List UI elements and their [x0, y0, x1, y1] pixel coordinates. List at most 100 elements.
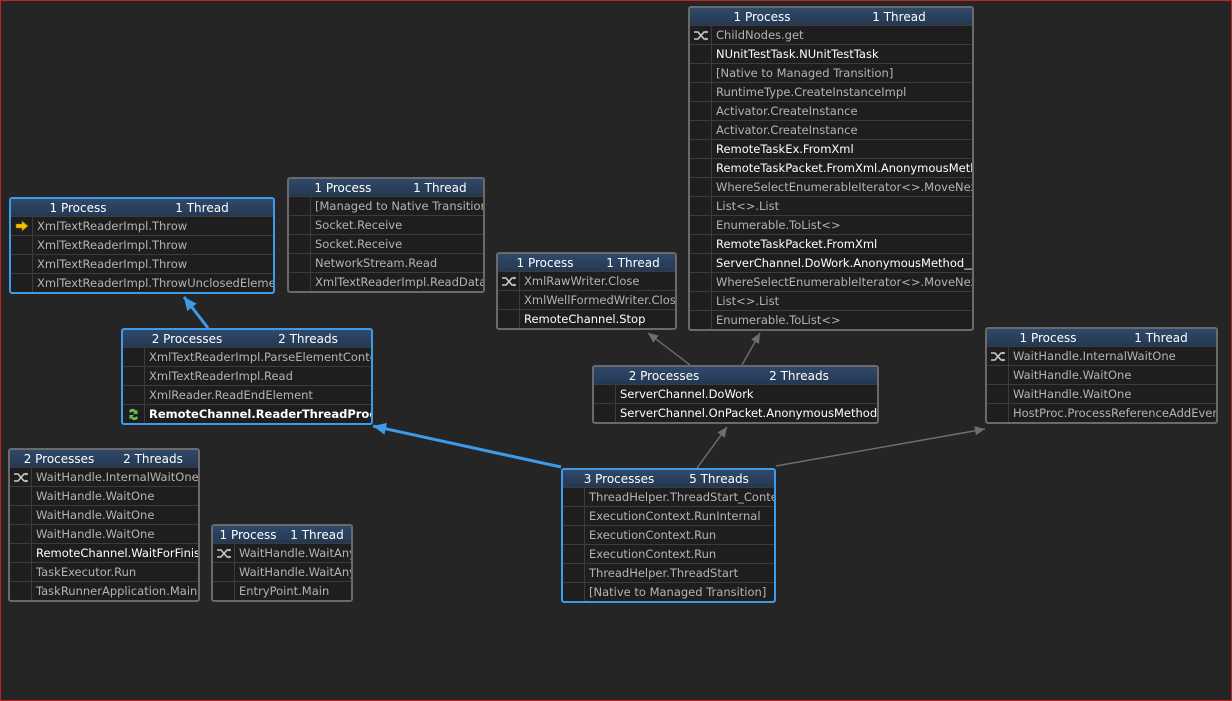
frame-label: ThreadHelper.ThreadStart [589, 566, 739, 580]
stack-frame-row[interactable]: XmlTextReaderImpl.ParseElementContent [123, 347, 371, 366]
stack-frame-row[interactable]: NetworkStream.Read [289, 253, 483, 272]
stack-frame-row[interactable]: List<>.List [690, 196, 972, 215]
stack-frame-row[interactable]: WaitHandle.InternalWaitOne [10, 467, 198, 486]
frame-icon-slot [289, 254, 311, 272]
thread-count[interactable]: 1 Thread [1134, 330, 1188, 345]
frame-label: XmlTextReaderImpl.ReadData [315, 275, 483, 289]
stack-frame-row[interactable]: Enumerable.ToList<> [690, 215, 972, 234]
stack-frame-row[interactable]: XmlReader.ReadEndElement [123, 385, 371, 404]
stack-frame-row[interactable]: Enumerable.ToList<> [690, 310, 972, 329]
stack-frame-row[interactable]: WaitHandle.WaitAny [213, 543, 351, 562]
frame-icon-slot [690, 216, 712, 234]
stack-frame-row[interactable]: ServerChannel.DoWork.AnonymousMethod__4 [690, 253, 972, 272]
thread-count[interactable]: 5 Threads [689, 471, 749, 486]
stack-frame-row[interactable]: WaitHandle.InternalWaitOne [987, 346, 1216, 365]
thread-switch-icon [123, 405, 145, 423]
thread-count[interactable]: 1 Thread [606, 255, 660, 270]
thread-count[interactable]: 2 Threads [769, 368, 829, 383]
stack-frame-row[interactable]: XmlTextReaderImpl.Throw [11, 235, 273, 254]
stack-frame-row[interactable]: NUnitTestTask.NUnitTestTask [690, 44, 972, 63]
stack-frame-row[interactable]: TaskRunnerApplication.Main [10, 581, 198, 600]
thread-count[interactable]: 1 Thread [175, 200, 229, 215]
stack-frame-row[interactable]: ServerChannel.OnPacket.AnonymousMethod__… [594, 403, 877, 422]
frame-label: ExecutionContext.Run [589, 547, 717, 561]
thread-count[interactable]: 2 Threads [123, 451, 183, 466]
stack-frame-row[interactable]: ExecutionContext.Run [563, 544, 774, 563]
stack-frame-row[interactable]: XmlWellFormedWriter.Close [498, 290, 675, 309]
stack-frame-row[interactable]: HostProc.ProcessReferenceAddEvents [987, 403, 1216, 422]
stack-frame-row[interactable]: Socket.Receive [289, 234, 483, 253]
thread-count[interactable]: 2 Threads [278, 331, 338, 346]
stack-frame-row[interactable]: [Managed to Native Transition] [289, 196, 483, 215]
stack-frame-row[interactable]: XmlRawWriter.Close [498, 271, 675, 290]
thread-count[interactable]: 1 Thread [872, 9, 926, 24]
stack-frame-row[interactable]: RemoteTaskPacket.FromXml.AnonymousMeth..… [690, 158, 972, 177]
frame-icon-slot [690, 254, 712, 272]
stack-frame-row[interactable]: [Native to Managed Transition] [690, 63, 972, 82]
frame-label: XmlTextReaderImpl.ParseElementContent [149, 350, 371, 364]
stack-frame-row[interactable]: WaitHandle.WaitOne [987, 384, 1216, 403]
stack-frame-row[interactable]: Socket.Receive [289, 215, 483, 234]
frame-label: ServerChannel.OnPacket.AnonymousMethod__… [620, 406, 877, 420]
stack-frame-row[interactable]: List<>.List [690, 291, 972, 310]
stack-frame-row[interactable]: Activator.CreateInstance [690, 120, 972, 139]
stack-frame-row[interactable]: ThreadHelper.ThreadStart_Context [563, 487, 774, 506]
stack-frame-row[interactable]: XmlTextReaderImpl.Throw [11, 216, 273, 235]
stack-frame-row[interactable]: WaitHandle.WaitOne [10, 505, 198, 524]
stack-frame-row[interactable]: XmlTextReaderImpl.Read [123, 366, 371, 385]
stack-frame-row[interactable]: RemoteChannel.Stop [498, 309, 675, 328]
frame-icon-slot [10, 563, 32, 581]
stack-frame-row[interactable]: WaitHandle.WaitOne [10, 486, 198, 505]
stack-frame-row[interactable]: RemoteTaskPacket.FromXml [690, 234, 972, 253]
process-count: 1 Process [516, 255, 574, 270]
frame-label: RemoteTaskPacket.FromXml [716, 237, 878, 251]
stack-frame-row[interactable]: WaitHandle.WaitOne [987, 365, 1216, 384]
stack-frame-row[interactable]: XmlTextReaderImpl.Throw [11, 254, 273, 273]
stack-frame-row[interactable]: ExecutionContext.Run [563, 525, 774, 544]
stack-frame-row[interactable]: XmlTextReaderImpl.ThrowUnclosedElements [11, 273, 273, 292]
stack-frame-row[interactable]: RemoteChannel.WaitForFinish [10, 543, 198, 562]
stack-frame-row[interactable]: ThreadHelper.ThreadStart [563, 563, 774, 582]
stack-frame-row[interactable]: XmlTextReaderImpl.ReadData [289, 272, 483, 291]
frame-icon-slot [690, 197, 712, 215]
frame-label: NUnitTestTask.NUnitTestTask [716, 47, 879, 61]
stack-frame-row[interactable]: ExecutionContext.RunInternal [563, 506, 774, 525]
stack-frame-row[interactable]: [Native to Managed Transition] [563, 582, 774, 601]
node-header[interactable]: 1 Process 1 Thread [11, 199, 273, 216]
stack-frame-row[interactable]: WhereSelectEnumerableIterator<>.MoveNext [690, 272, 972, 291]
stack-frame-row[interactable]: Activator.CreateInstance [690, 101, 972, 120]
stack-frame-row[interactable]: TaskExecutor.Run [10, 562, 198, 581]
stack-frame-row[interactable]: EntryPoint.Main [213, 581, 351, 600]
stack-frame-row[interactable]: ChildNodes.get [690, 25, 972, 44]
stack-frame-row[interactable]: WaitHandle.WaitAny [213, 562, 351, 581]
node-header[interactable]: 1 Process 1 Thread [498, 254, 675, 271]
stack-frame-row[interactable]: WaitHandle.WaitOne [10, 524, 198, 543]
thread-count[interactable]: 1 Thread [413, 180, 467, 195]
process-count: 1 Process [49, 200, 107, 215]
stack-frame-row[interactable]: WhereSelectEnumerableIterator<>.MoveNext [690, 177, 972, 196]
frame-icon-slot [563, 583, 585, 601]
stack-frame-row[interactable]: RemoteTaskEx.FromXml [690, 139, 972, 158]
stack-frame-row[interactable]: RuntimeType.CreateInstanceImpl [690, 82, 972, 101]
thread-count[interactable]: 1 Thread [290, 527, 344, 542]
stack-frame-row[interactable]: ServerChannel.DoWork [594, 384, 877, 403]
stack-frame-row[interactable]: RemoteChannel.ReaderThreadProc [123, 404, 371, 423]
